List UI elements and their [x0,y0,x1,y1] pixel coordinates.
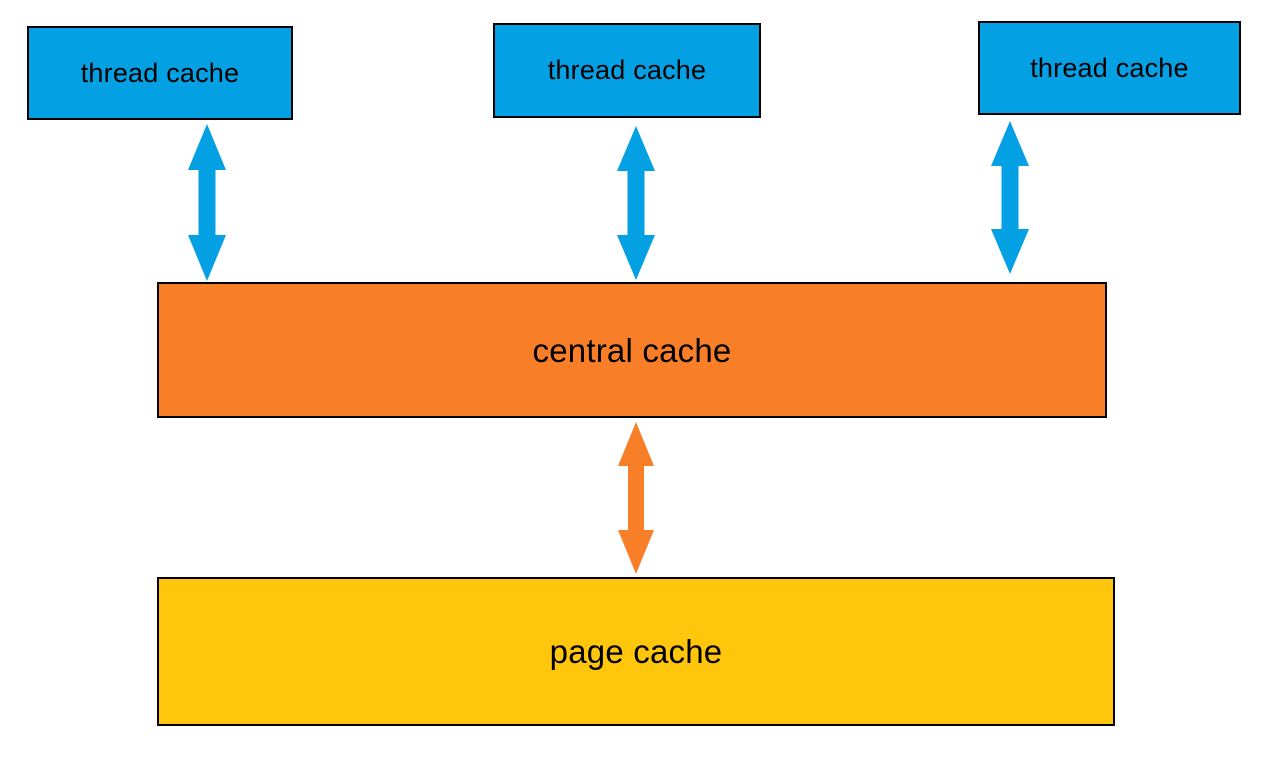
arrow-double-head-shape [991,121,1029,274]
connector-central-cache-to-page-cache [618,422,654,574]
arrow-double-head-shape [617,126,655,280]
node-central-cache[interactable]: central cache [157,282,1107,418]
connector-thread-cache-1-to-central-cache [188,124,226,281]
node-page-cache[interactable]: page cache [157,577,1115,726]
node-thread-cache-2[interactable]: thread cache [493,23,761,118]
arrow-double-head-shape [188,124,226,281]
node-label-thread-cache-3: thread cache [1030,52,1189,83]
node-thread-cache-1[interactable]: thread cache [27,26,293,120]
node-label-central-cache: central cache [532,331,732,369]
connector-thread-cache-3-to-central-cache [991,121,1029,274]
node-label-thread-cache-2: thread cache [547,55,707,85]
connector-thread-cache-2-to-central-cache [617,126,655,280]
node-thread-cache-3[interactable]: thread cache [978,21,1241,115]
arrow-double-head-shape [618,422,654,574]
node-label-thread-cache-1: thread cache [80,57,240,88]
node-label-page-cache: page cache [549,633,723,670]
